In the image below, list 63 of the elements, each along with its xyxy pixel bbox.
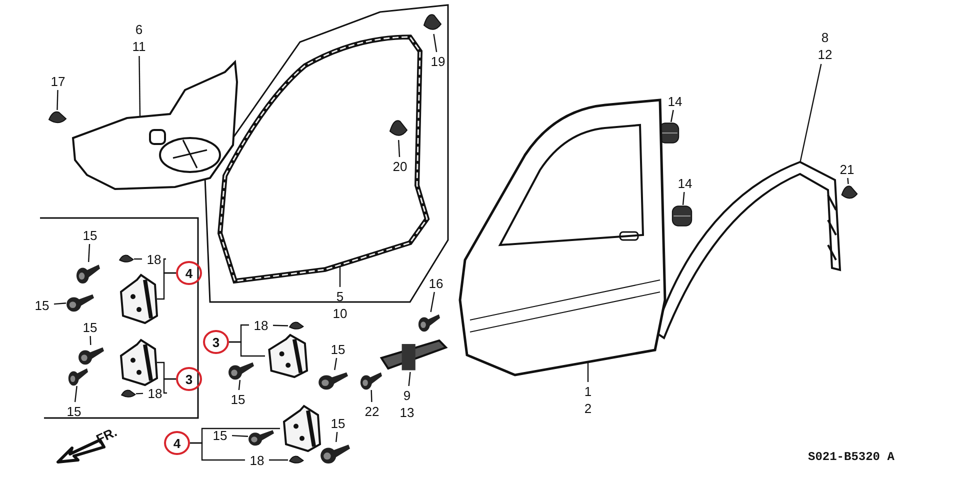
circled-callout-number: 3: [176, 367, 202, 391]
leader-line: [587, 363, 589, 382]
callout-number: 15: [34, 296, 50, 314]
callout-number: 21: [840, 160, 854, 178]
callout-number: 22: [364, 402, 380, 420]
leader-line: [272, 324, 288, 326]
leader-line: [163, 378, 176, 394]
callout-number: 15: [66, 402, 82, 420]
callout-number: 16: [428, 274, 444, 292]
leader-line: [54, 302, 66, 305]
leader-line: [682, 192, 685, 206]
leader-line: [339, 266, 341, 287]
callout-number: 6: [135, 21, 143, 38]
leader-line: [334, 358, 338, 370]
callout-number: 15: [212, 426, 228, 444]
callout-number: 14: [678, 174, 692, 192]
callout-number: 19: [430, 52, 446, 70]
leader-line: [88, 244, 90, 262]
callout-number: 12: [818, 46, 832, 63]
callout-number: 2: [584, 400, 592, 417]
leader-line: [90, 336, 92, 346]
leader-line: [232, 434, 248, 437]
circled-callout-number: 4: [176, 261, 202, 285]
callout-number: 8: [821, 29, 829, 46]
callout-number: 5: [336, 288, 344, 305]
leader-line: [74, 386, 78, 402]
callout-number: 14: [668, 92, 682, 110]
circled-callout-number: 4: [164, 431, 190, 455]
callout-number: 17: [50, 72, 66, 90]
callout-number: 18: [148, 384, 162, 402]
callout-number: 18: [250, 452, 264, 468]
leader-line: [799, 64, 822, 164]
leader-line: [190, 442, 245, 461]
callout-number: 15: [330, 414, 346, 432]
callout-number: 18: [254, 316, 268, 334]
callout-number: 13: [400, 404, 414, 421]
leader-line: [269, 459, 288, 461]
leader-line: [56, 90, 58, 110]
leader-line: [408, 372, 411, 386]
leader-line: [370, 390, 372, 402]
callout-number: 18: [146, 250, 162, 268]
leader-line: [336, 432, 338, 442]
callout-number: 15: [330, 340, 346, 358]
callout-number: 11: [132, 38, 146, 55]
leader-line: [847, 178, 849, 184]
leader-line: [229, 341, 265, 357]
leader-line: [238, 380, 241, 390]
callout-number: 15: [230, 390, 246, 408]
diagram-code: S021-B5320 A: [808, 450, 894, 464]
callout-number: 15: [82, 226, 98, 244]
leader-line: [433, 34, 438, 52]
leader-line: [398, 140, 400, 158]
leader-line: [163, 258, 176, 274]
leader-line: [136, 392, 144, 394]
callout-number: 1: [584, 383, 592, 400]
callout-number: 9: [403, 387, 411, 404]
callout-number: 15: [82, 318, 98, 336]
leader-line: [430, 292, 435, 312]
circled-callout-number: 3: [203, 330, 229, 354]
leader-line: [138, 56, 141, 117]
callout-number: 10: [332, 305, 348, 322]
leader-line: [670, 110, 674, 122]
callout-number: 20: [392, 158, 408, 174]
